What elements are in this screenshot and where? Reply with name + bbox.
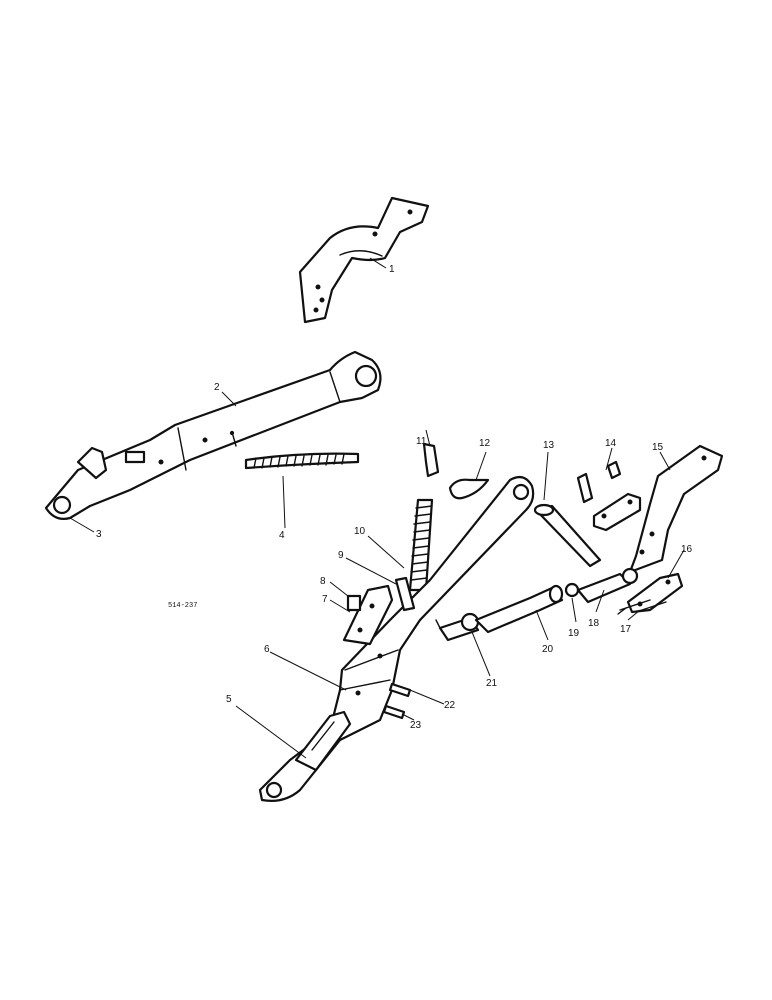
leader-lines (69, 257, 685, 759)
part-6-lower-arm (258, 475, 535, 802)
part-5-slotted-link (294, 710, 352, 772)
callout-3: 3 (96, 529, 102, 540)
callout-1: 1 (389, 264, 395, 275)
part-20-turnbuckle-body (474, 584, 564, 634)
figure-reference: 514-237 (168, 602, 197, 610)
callout-10: 10 (354, 526, 366, 537)
callout-12: 12 (479, 438, 491, 449)
callout-18: 18 (588, 618, 600, 629)
part-2-lift-arm (44, 350, 382, 520)
part-1-bracket (298, 196, 430, 324)
callout-21: 21 (486, 678, 498, 689)
part-18-screw (576, 567, 639, 604)
part-15-bracket (628, 444, 724, 574)
callout-4: 4 (279, 530, 285, 541)
part-12-pin (448, 478, 490, 500)
callout-20: 20 (542, 644, 554, 655)
part-10-spring (408, 498, 434, 592)
callout-9: 9 (338, 550, 344, 561)
part-7-plate (342, 584, 394, 646)
callout-23: 23 (410, 720, 422, 731)
part-22-roll-pin (388, 682, 412, 698)
callout-17: 17 (620, 624, 632, 635)
callout-22: 22 (444, 700, 456, 711)
part-4-spring (244, 452, 360, 470)
callout-11: 11 (416, 436, 427, 447)
part-8-bush (346, 594, 362, 612)
part-9-pin (394, 576, 416, 612)
callout-16: 16 (681, 544, 693, 555)
part-23-roll-pin (382, 704, 406, 720)
callout-15: 15 (652, 442, 664, 453)
callout-2: 2 (214, 382, 220, 393)
callout-6: 6 (264, 644, 270, 655)
part-14-bolts-plate (576, 460, 642, 532)
callout-19: 19 (568, 628, 580, 639)
callout-7: 7 (322, 594, 328, 605)
part-17-clip-pins (617, 599, 667, 615)
part-21-chain (435, 612, 480, 642)
part-11-clip (422, 442, 440, 478)
callout-8: 8 (320, 576, 326, 587)
callout-5: 5 (226, 694, 232, 705)
callout-14: 14 (605, 438, 617, 449)
callout-13: 13 (543, 440, 555, 451)
part-13-pin (533, 503, 602, 568)
part-19-ring (564, 582, 580, 598)
